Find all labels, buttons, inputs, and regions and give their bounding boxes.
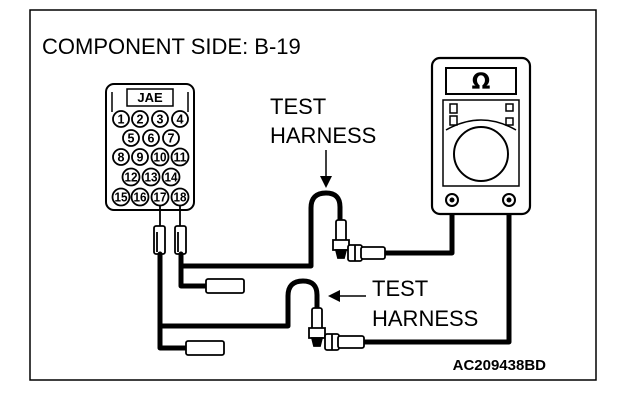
upper-open-plug [205, 278, 245, 294]
pin-1-label: 1 [118, 113, 125, 127]
pin-16-label: 16 [134, 191, 147, 205]
pin-7-label: 7 [168, 132, 175, 146]
pin-14-label: 14 [165, 171, 178, 185]
bottom-harness-arrow [328, 290, 366, 302]
pin-6 [142, 129, 160, 147]
diagram-title: COMPONENT SIDE: B-19 [42, 34, 301, 59]
pin-7 [162, 129, 180, 147]
pin-4-label: 4 [177, 113, 184, 127]
lower-open-plug [185, 340, 225, 356]
pin-8 [112, 148, 130, 166]
probe-pins [153, 206, 187, 255]
wire-upper-main [178, 190, 343, 269]
multimeter: Ω [430, 56, 532, 216]
top-harness-arrow [320, 150, 332, 188]
figure-frame [29, 9, 597, 381]
wire-upper-branch [178, 263, 211, 289]
pin-3 [151, 110, 169, 128]
pin-15 [111, 187, 131, 207]
pin-13-label: 13 [145, 171, 158, 185]
meter-lead-right [361, 199, 512, 345]
pin-18-label: 18 [174, 191, 187, 205]
pin-15-label: 15 [115, 191, 128, 205]
pin-18 [170, 187, 190, 207]
ohm-icon: Ω [472, 70, 491, 95]
pin-8-label: 8 [118, 151, 125, 165]
wire-lower-branch [157, 323, 191, 351]
pin-10 [150, 147, 170, 167]
pin-5-label: 5 [128, 132, 135, 146]
pin-6-label: 6 [148, 132, 155, 146]
meter-dial [453, 126, 509, 182]
meter-display [445, 67, 517, 95]
meter-lead-left [381, 199, 455, 256]
pin-12 [121, 167, 141, 187]
pin-9 [131, 148, 149, 166]
pin-2 [131, 110, 149, 128]
pin-17-label: 17 [154, 191, 167, 205]
pin-16 [130, 187, 150, 207]
bottom-harness-label-line2: HARNESS [372, 306, 478, 331]
pin-12-label: 12 [125, 171, 138, 185]
wires [157, 190, 512, 351]
bottom-harness [308, 307, 365, 351]
connector-maker-tab [126, 88, 174, 107]
pin-3-label: 3 [157, 113, 164, 127]
pin-11-label: 11 [174, 151, 187, 165]
pin-17 [150, 187, 170, 207]
connector-b19: JAE 1 2 3 4 5 6 7 8 9 10 11 12 13 14 [105, 83, 195, 211]
pin-10-label: 10 [154, 151, 167, 165]
connector-maker-label: JAE [137, 90, 163, 105]
wire-lower-main [157, 251, 320, 329]
pin-1 [112, 110, 130, 128]
top-harness-label-line1: TEST [270, 94, 326, 119]
pin-14 [161, 167, 181, 187]
pin-11 [170, 147, 190, 167]
bottom-harness-label-line1: TEST [372, 276, 428, 301]
top-harness-label-line2: HARNESS [270, 123, 376, 148]
figure-code: AC209438BD [453, 357, 547, 374]
pin-5 [122, 129, 140, 147]
plugs [185, 278, 245, 356]
pin-13 [141, 167, 161, 187]
pin-2-label: 2 [137, 113, 144, 127]
pin-9-label: 9 [137, 151, 144, 165]
top-harness [332, 219, 386, 262]
pin-4 [171, 110, 189, 128]
